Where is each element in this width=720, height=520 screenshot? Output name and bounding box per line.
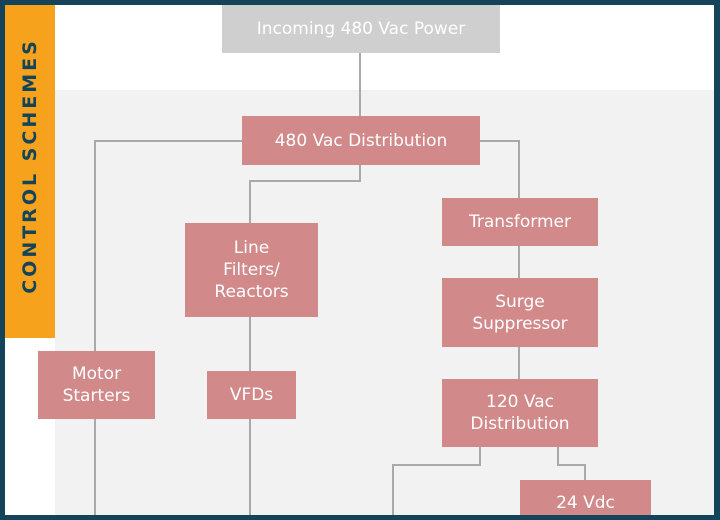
connector-distribution-to-transformer [480,140,520,198]
node-label-line-2: Starters [62,386,131,406]
node-label-line-1: Motor [71,364,122,384]
connector-lines [94,53,586,515]
node-label-line-1: Surge [495,291,545,312]
node-label: 480 Vac Distribution [274,130,448,151]
diagram-frame: Incoming 480 Vac Power 480 Vac Distribut… [5,5,714,515]
surge-suppressor-node: Surge Suppressor [442,278,598,347]
side-tab-label: CONTROL SCHEMES [19,38,41,294]
connector-120vac-to-24vdc [557,447,586,480]
node-label-line-3: Reactors [214,282,289,302]
transformer-node: Transformer [442,198,598,246]
node-label-line-1: 120 Vac [486,392,554,412]
node-label-line-2: Suppressor [472,313,568,334]
connector-distribution-to-motor-starters [94,140,242,351]
connector-120vac-left-branch [392,447,481,515]
control-schemes-side-tab: CONTROL SCHEMES [5,5,55,338]
node-label-line-2: Filters/ [223,260,280,280]
node-label: 24 Vdc [556,493,615,513]
480vac-distribution-node: 480 Vac Distribution [242,116,480,165]
24vdc-node: 24 Vdc [520,480,651,515]
120vac-distribution-node: 120 Vac Distribution [442,379,598,447]
incoming-480vac-power-node: Incoming 480 Vac Power [222,5,500,53]
node-label-line-2: Distribution [470,414,570,434]
node-label-line-1: Line [233,238,270,258]
node-label: VFDs [229,385,274,405]
node-label: Incoming 480 Vac Power [256,19,466,39]
vfds-node: VFDs [207,371,296,419]
line-filters-reactors-node: Line Filters/ Reactors [185,223,318,317]
motor-starters-node: Motor Starters [38,351,155,419]
node-label: Transformer [468,212,571,232]
connector-distribution-to-line-filters [249,165,361,223]
